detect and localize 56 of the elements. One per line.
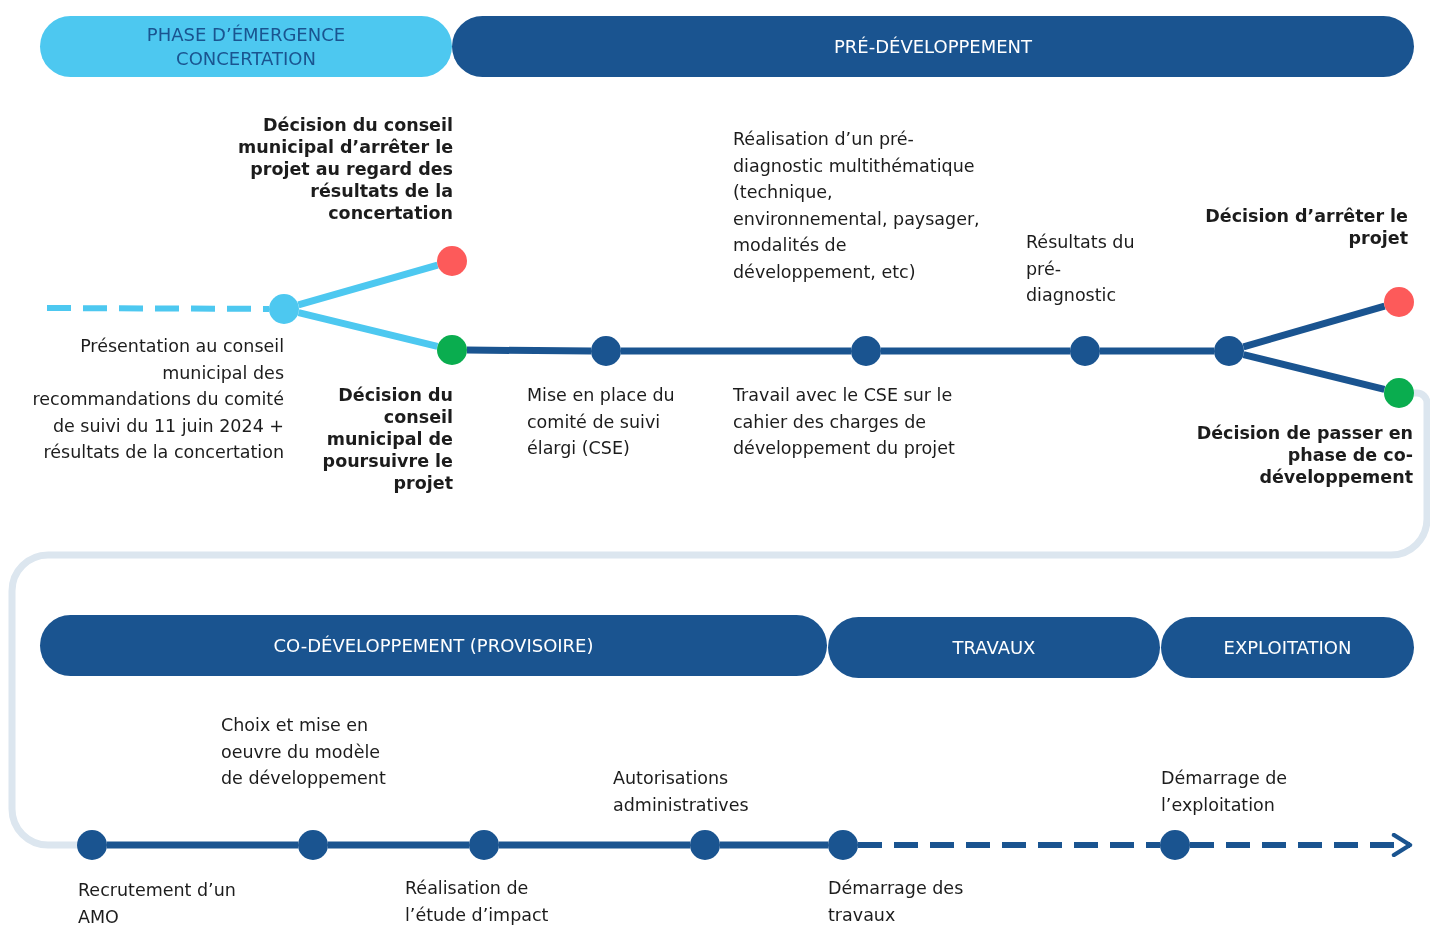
timeline-line (881, 347, 1070, 355)
timeline-line (858, 842, 1160, 848)
timeline-line (107, 841, 298, 849)
phase-title: PHASE D’ÉMERGENCE CONCERTATION (145, 22, 347, 71)
milestone-label: Travail avec le CSE sur le cahier des charges de développement du projet (733, 384, 956, 460)
timeline-dot (437, 335, 467, 365)
phase-title: CO-DÉVELOPPEMENT (PROVISOIRE) (273, 633, 594, 658)
timeline-dot (437, 246, 467, 276)
phase-banner (1161, 617, 1414, 678)
phase-banner (40, 615, 827, 676)
timeline-dot (269, 294, 299, 324)
phase-banner (40, 16, 452, 77)
milestone-label: Décision du conseil municipal de poursuivre le projet (321, 384, 453, 494)
phase-title: TRAVAUX (952, 635, 1036, 660)
milestone-label: Décision d’arrêter le projet (1204, 205, 1408, 249)
phase-banner (452, 16, 1414, 77)
milestone-label: Démarrage des travaux (828, 877, 965, 927)
timeline-dot (828, 830, 858, 860)
milestone-label: Résultats du pré-diagnostic (1026, 231, 1136, 307)
timeline-line (1242, 302, 1386, 351)
timeline-line (297, 309, 439, 350)
milestone-label: Présentation au conseil municipal des recommandations du comité de suivi du 11 juin 2024 + résultats de la concertation (31, 335, 284, 464)
timeline-arrow (1190, 832, 1413, 858)
timeline-dot (1384, 378, 1414, 408)
milestone-label: Choix et mise en oeuvre du modèle de développement (221, 714, 387, 790)
milestone-label: Réalisation d’un pré-diagnostic multithématique (technique, environnemental, paysager, modalités de développement, etc) (733, 128, 981, 284)
timeline-line (1242, 351, 1386, 393)
timeline-dot (690, 830, 720, 860)
timeline-line (499, 841, 690, 849)
timeline-dot (851, 336, 881, 366)
milestone-label: Autorisations administratives (613, 767, 750, 817)
timeline-line (1100, 347, 1214, 355)
timeline-dot (469, 830, 499, 860)
timeline-line (621, 347, 851, 355)
milestone-label: Mise en place du comité de suivi élargi (CSE) (527, 384, 676, 460)
milestone-label: Décision de passer en phase de co-développement (1195, 422, 1413, 488)
timeline-dot (1160, 830, 1190, 860)
milestone-label: Réalisation de l’étude d’impact (405, 877, 550, 927)
milestone-label: Démarrage de l’exploitation (1161, 767, 1289, 817)
phase-title: PRÉ-DÉVELOPPEMENT (833, 34, 1033, 59)
milestone-label: Recrutement d’un AMO (78, 879, 237, 929)
phase-title: EXPLOITATION (1223, 635, 1352, 660)
timeline-dot (591, 336, 621, 366)
timeline-line (328, 841, 469, 849)
milestone-label: Décision du conseil municipal d’arrêter le projet au regard des résultats de la concertation (237, 114, 453, 224)
timeline-dot (1384, 287, 1414, 317)
timeline-line (297, 261, 439, 309)
timeline-dot (77, 830, 107, 860)
timeline-line (8, 389, 1430, 849)
timeline-dot (298, 830, 328, 860)
timeline-line (47, 305, 270, 312)
phase-banner (828, 617, 1160, 678)
timeline-dot (1214, 336, 1244, 366)
timeline-line (466, 346, 592, 355)
timeline-dot (1070, 336, 1100, 366)
timeline-line (720, 841, 828, 849)
